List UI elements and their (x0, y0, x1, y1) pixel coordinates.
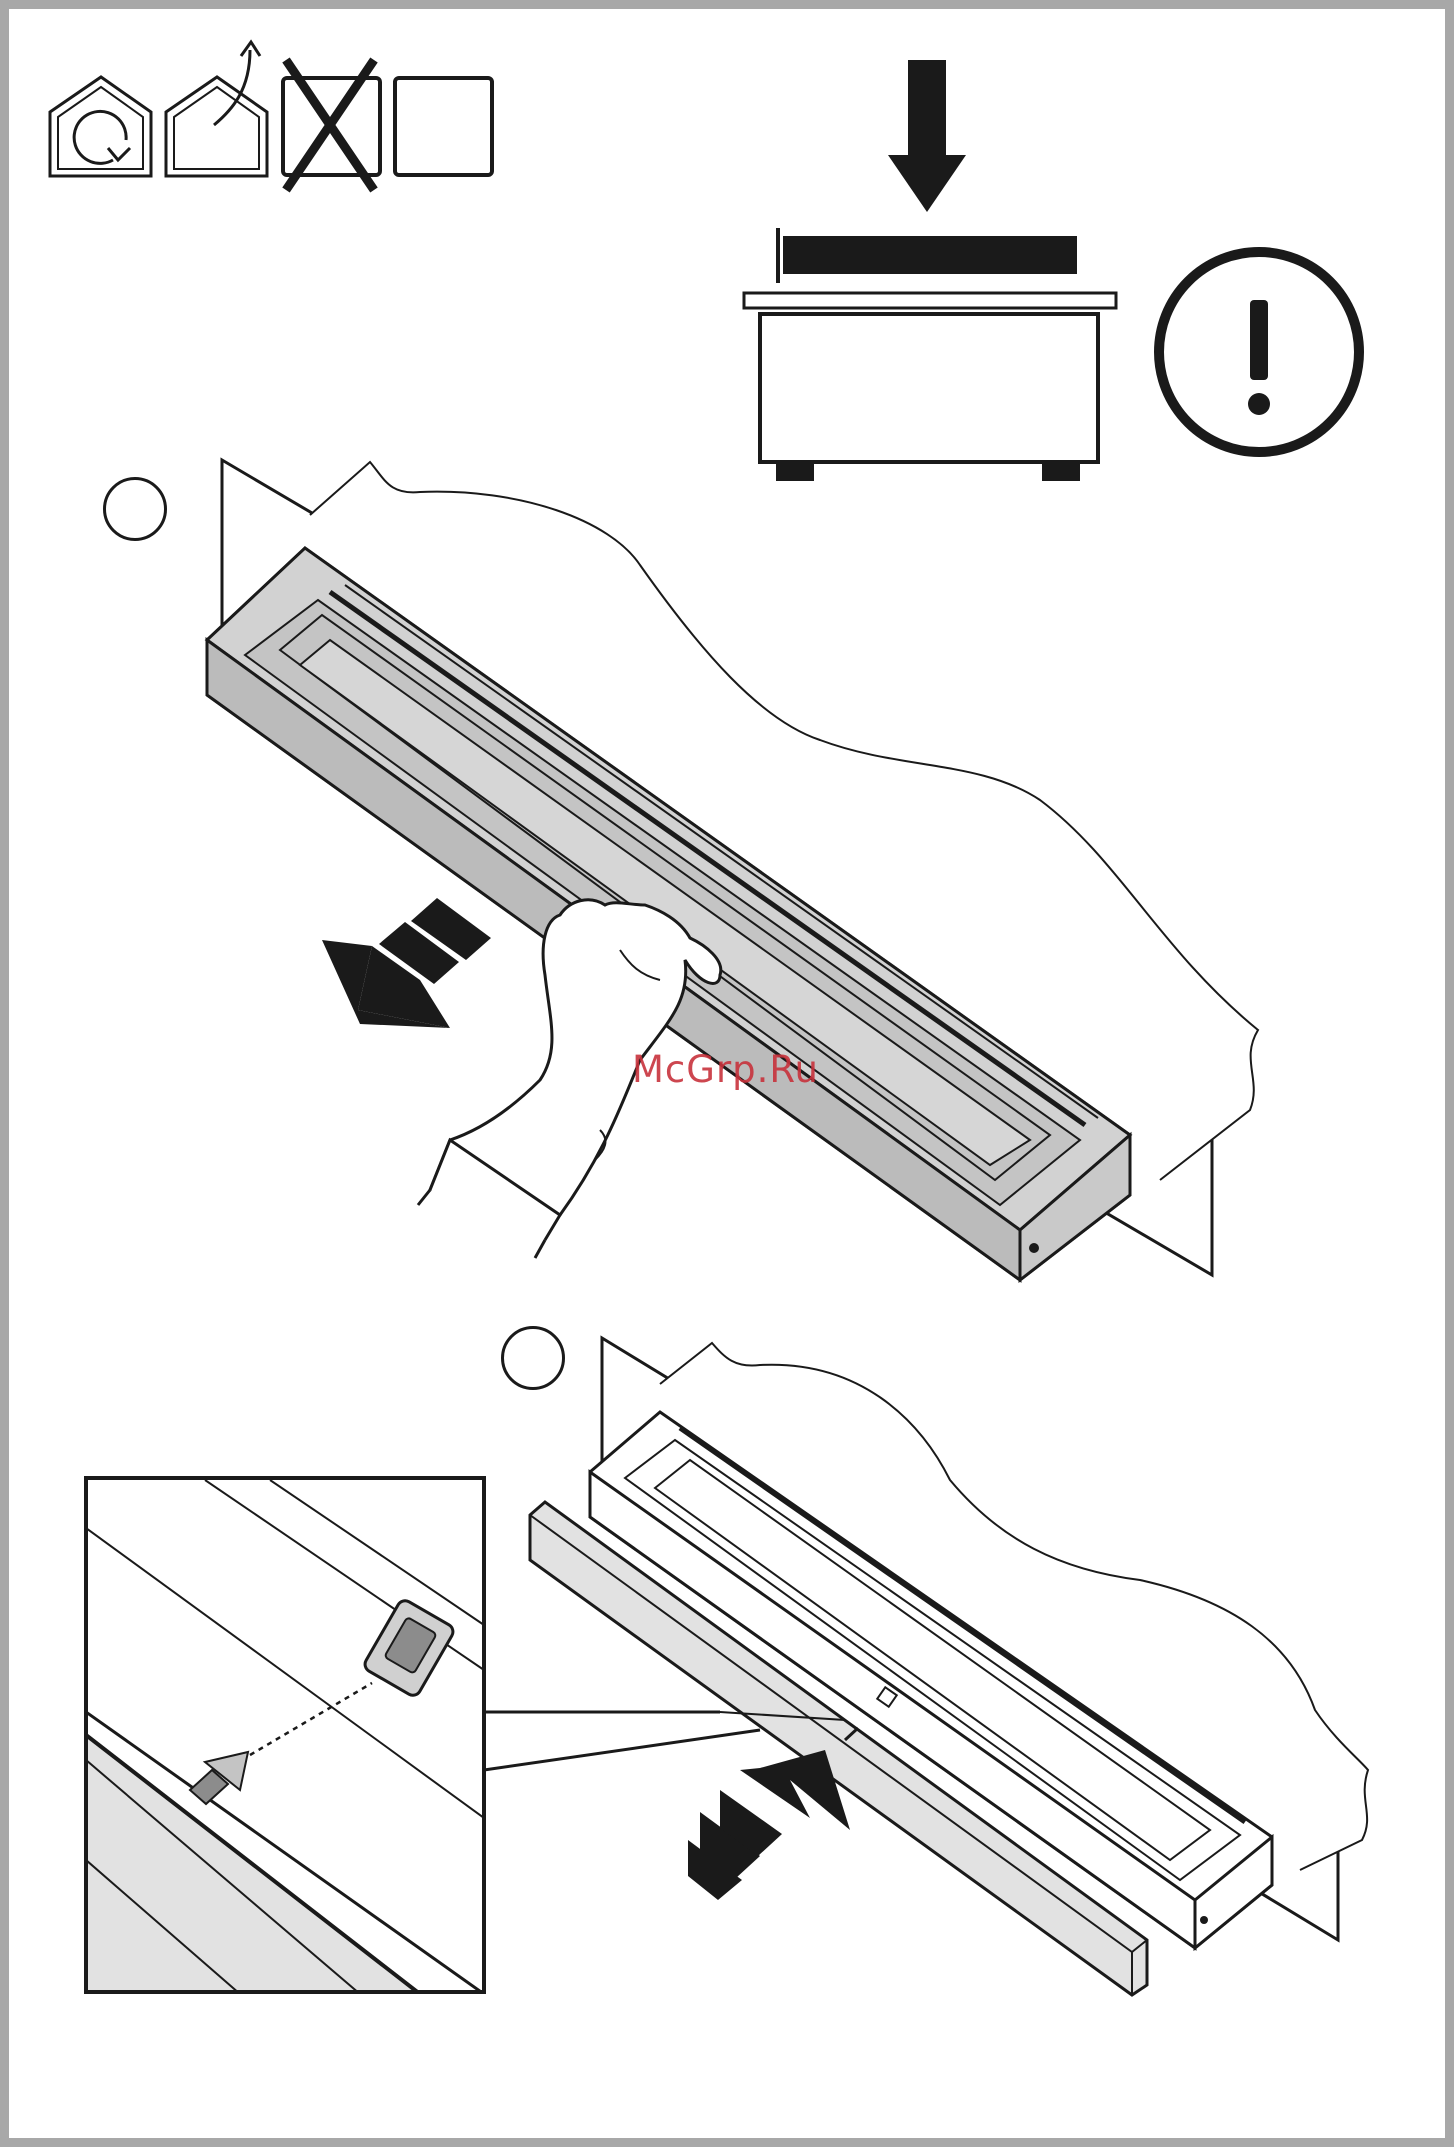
press-down-arrow-icon (888, 60, 966, 212)
panel-on-cabinet-icon (744, 228, 1116, 481)
step-1-illustration (207, 460, 1258, 1280)
pull-arrow-icon (322, 898, 491, 1028)
warning-exclamation-icon (1159, 252, 1359, 452)
push-arrow-icon (688, 1750, 850, 1900)
step-1-marker (103, 477, 167, 541)
step-2-illustration (484, 1338, 1368, 1995)
house-recycle-icon (50, 77, 151, 176)
empty-box-icon (395, 78, 492, 175)
step-2-marker (501, 1326, 565, 1390)
crossed-box-icon (283, 60, 380, 190)
source-watermark: McGrp.Ru (632, 1048, 819, 1091)
house-exit-arrow-icon (166, 42, 267, 176)
detail-zoom-inset (86, 1478, 484, 1994)
